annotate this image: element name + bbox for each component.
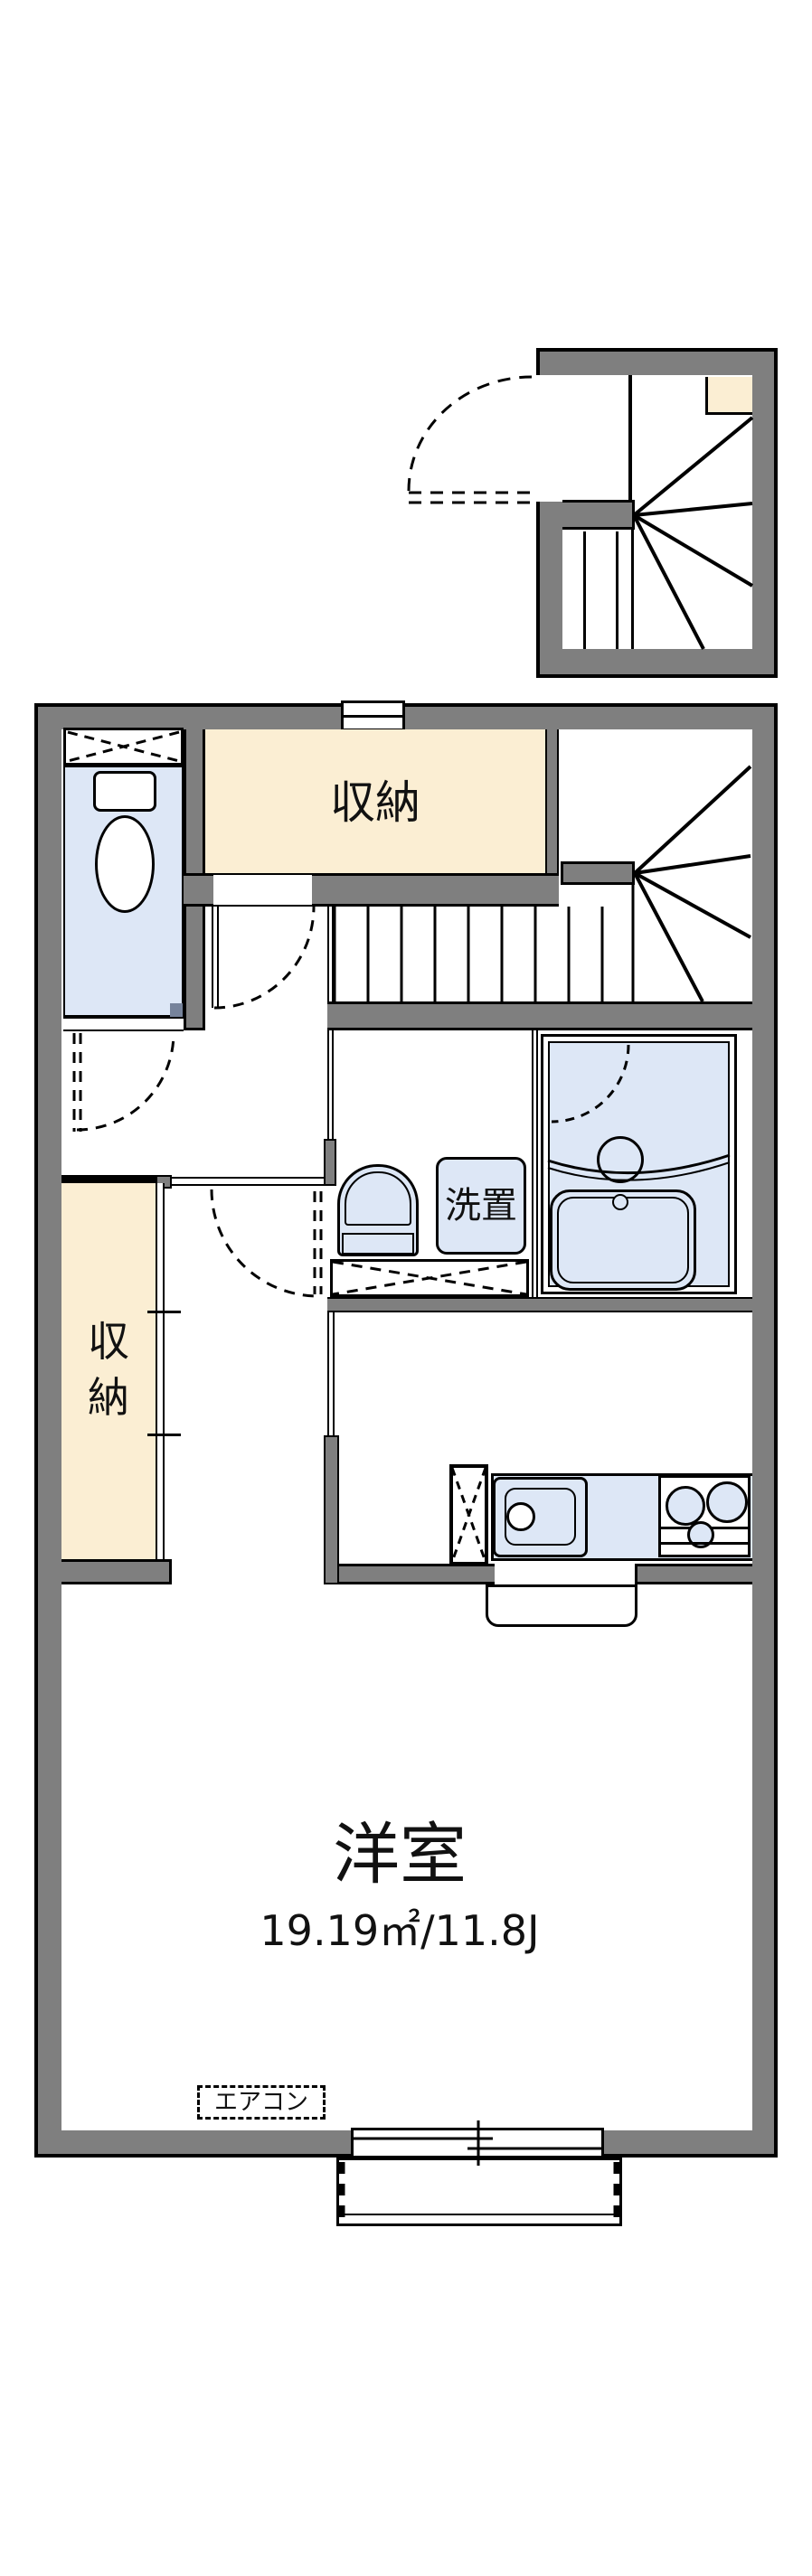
- hall-partition-upper: [327, 907, 334, 1001]
- under-stair-wall: [327, 1001, 752, 1030]
- upper-stair-divider: [628, 375, 632, 511]
- stair-tread: [631, 529, 634, 649]
- washbasin-base: [342, 1233, 414, 1255]
- kitchen-bottom-wall-right: [635, 1564, 752, 1584]
- upper-stair-landing-corner: [705, 377, 752, 415]
- washbasin-inner: [345, 1171, 411, 1226]
- kitchen-partition-wall: [324, 1435, 339, 1584]
- refrigerator-space: [449, 1464, 488, 1565]
- washroom-threshold: [172, 1177, 324, 1186]
- upper-entry-door-opening: [533, 375, 562, 502]
- storage-top-label: 収納: [330, 776, 420, 829]
- stove: [658, 1475, 751, 1557]
- storage-left-label-2: 納: [88, 1373, 129, 1422]
- aircon-box: [197, 2085, 326, 2120]
- toilet-tank: [93, 771, 156, 812]
- bath-faucet: [597, 1136, 644, 1183]
- stair-newel-wall: [561, 861, 635, 885]
- toilet-bowl: [95, 815, 155, 913]
- washroom-wall-stub: [324, 1139, 336, 1186]
- washroom-bathroom-partition: [532, 1030, 538, 1297]
- storage-top-door-opening: [213, 873, 312, 907]
- stove-front-edge: [661, 1542, 748, 1545]
- washroom-bottom-wall: [327, 1297, 752, 1312]
- storage-top-right-wall: [545, 729, 559, 907]
- window-mullion: [344, 715, 402, 718]
- storage-left-bottom-wall: [61, 1559, 172, 1584]
- storage-left-room: [61, 1183, 156, 1559]
- stair-tread: [616, 531, 618, 649]
- upper-stair-newel-wall: [562, 500, 635, 530]
- kitchen-counter-front: [486, 1584, 637, 1627]
- balcony: [336, 2158, 622, 2226]
- laundry-pan: [330, 1259, 529, 1297]
- washroom-left-partition: [327, 1030, 334, 1139]
- kitchen-bottom-wall-left: [339, 1564, 495, 1584]
- sliding-door-handle: [147, 1434, 181, 1436]
- top-window: [341, 700, 405, 731]
- laundry-space: [436, 1157, 526, 1255]
- toilet-threshold: [63, 1017, 184, 1031]
- main-room-label: 洋室: [333, 1816, 467, 1894]
- storage-left-sliding-door: [156, 1183, 165, 1559]
- sink-drain: [506, 1502, 535, 1531]
- kitchen-partition-door: [327, 1312, 335, 1435]
- storage-left-label-1: 収: [88, 1317, 129, 1366]
- laundry-label: 洗置: [445, 1185, 517, 1227]
- toilet-shelf: [63, 728, 184, 766]
- sliding-door-handle: [147, 1311, 181, 1313]
- storage-left-top-wall: [61, 1175, 172, 1183]
- toilet-pipe-marker: [170, 1003, 183, 1017]
- storage-top-room: [205, 729, 545, 873]
- bath-drain: [612, 1194, 628, 1210]
- aircon-label: エアコン: [213, 2089, 309, 2116]
- stair-tread: [583, 531, 586, 649]
- stove-burner: [706, 1481, 748, 1523]
- main-room-size: 19.19㎡/11.8J: [260, 1906, 540, 1955]
- bottom-window: [351, 2128, 604, 2158]
- stove-burner: [666, 1486, 705, 1526]
